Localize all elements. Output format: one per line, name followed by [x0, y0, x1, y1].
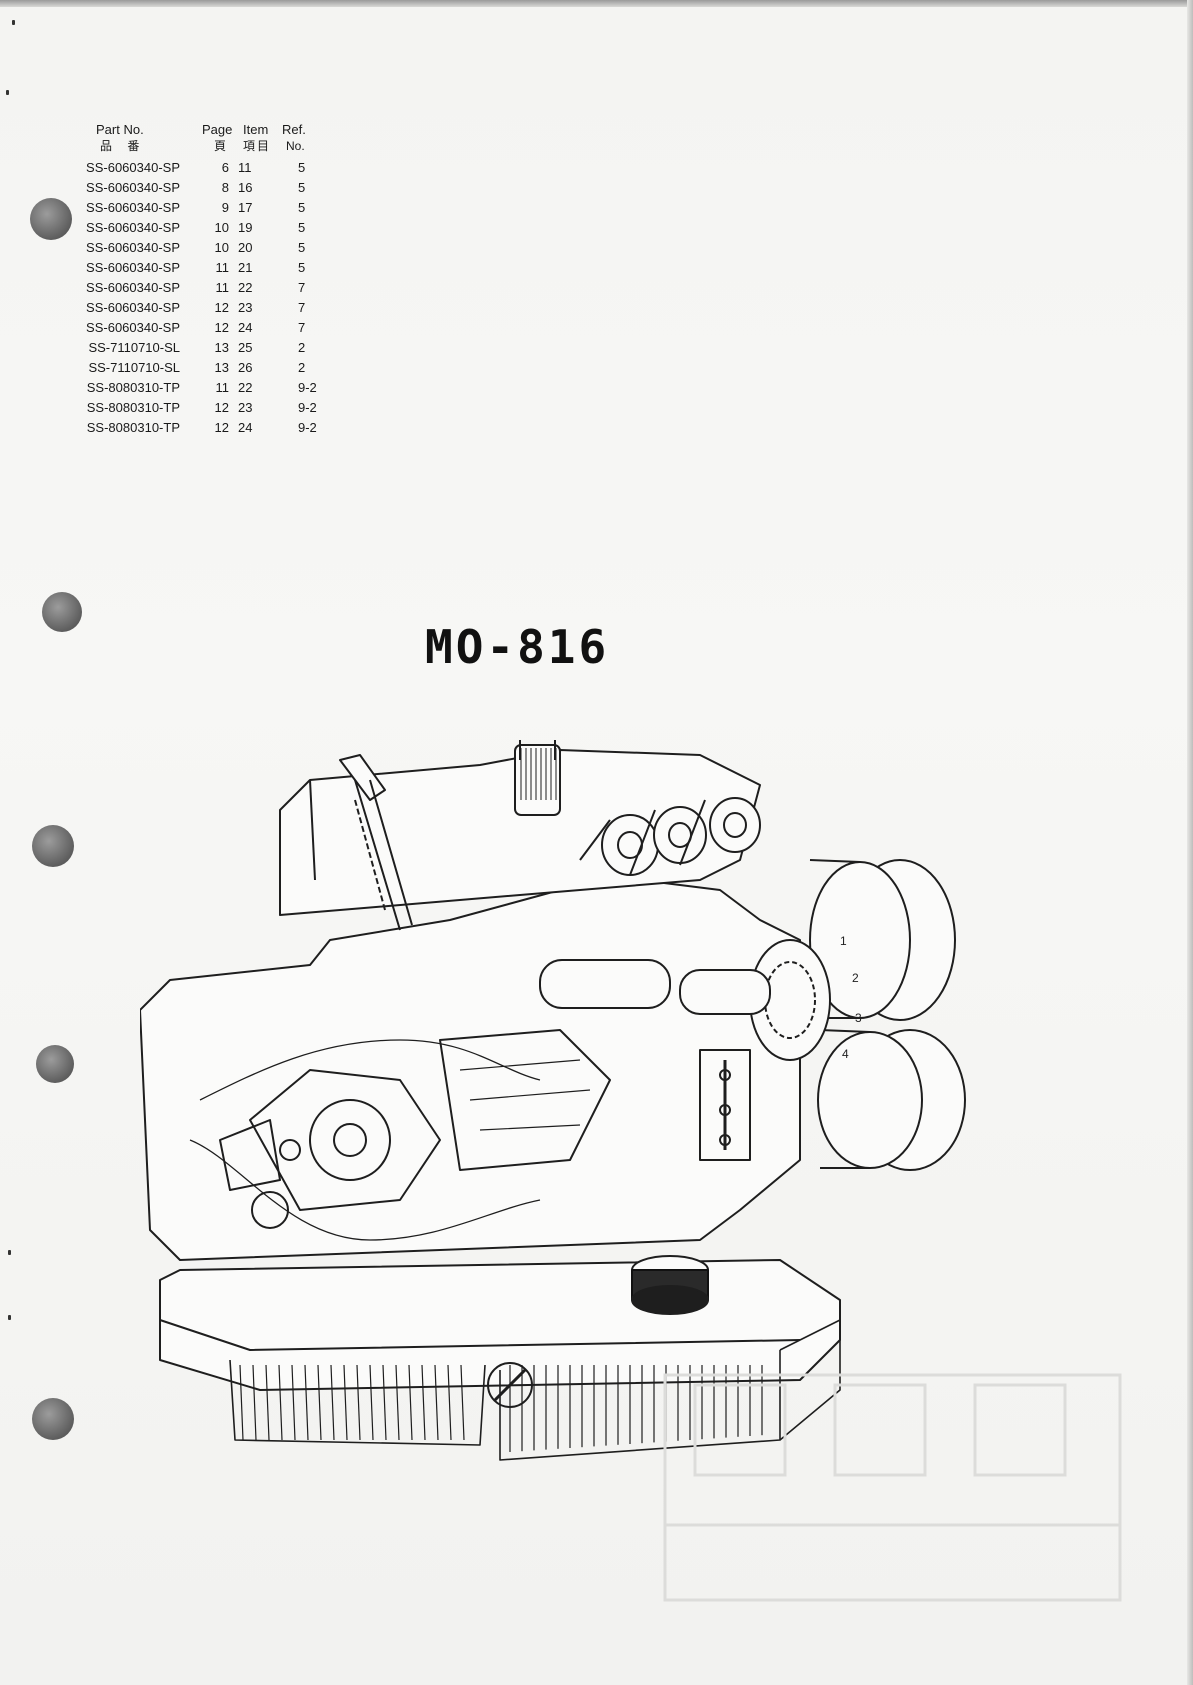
sewing-machine-illustration-icon: 1 2 3 4 — [140, 740, 966, 1461]
speck — [12, 20, 15, 25]
ref-no-cell: 5 — [298, 180, 306, 195]
ref-no-cell: 9-2 — [298, 380, 317, 395]
page-cell: 9 — [221, 200, 229, 215]
part-number-cell: SS-6060340-SP — [86, 260, 180, 275]
item-cell: 24 — [238, 420, 253, 435]
page-top-edge — [0, 0, 1193, 7]
item-cell: 23 — [238, 300, 253, 315]
page-cell: 6 — [221, 160, 229, 175]
part-number-cell: SS-6060340-SP — [86, 180, 180, 195]
page-cell: 11 — [215, 280, 230, 295]
punch-hole — [32, 825, 74, 867]
header-part-no: Part No. — [96, 122, 144, 137]
part-number-cell: SS-6060340-SP — [86, 160, 180, 175]
item-cell: 16 — [238, 180, 253, 195]
page-cell: 13 — [214, 340, 229, 355]
dial-number: 4 — [842, 1047, 849, 1061]
header-page-jp: 頁 — [214, 139, 233, 153]
item-cell: 11 — [238, 160, 252, 175]
ref-no-cell: 7 — [298, 300, 306, 315]
header-page: Page — [202, 122, 233, 137]
item-cell: 23 — [238, 400, 253, 415]
punch-hole — [32, 1398, 74, 1440]
item-cell: 21 — [238, 260, 253, 275]
page-cell: 10 — [214, 220, 229, 235]
page-cell: 10 — [214, 240, 229, 255]
page-cell: 12 — [214, 420, 229, 435]
ref-no-cell: 9-2 — [298, 400, 317, 415]
part-number-cell: SS-8080310-TP — [86, 420, 180, 435]
part-number-cell: SS-6060340-SP — [86, 240, 180, 255]
ref-no-cell: 7 — [298, 280, 306, 295]
punch-hole — [42, 592, 82, 632]
punch-hole — [36, 1045, 74, 1083]
dial-number: 1 — [840, 934, 847, 948]
ref-no-cell: 5 — [298, 240, 306, 255]
faded-nameplate-icon — [663, 1373, 1122, 1602]
item-cell: 26 — [238, 360, 253, 375]
header-item-jp: 項目 — [243, 139, 272, 153]
dial-number: 3 — [855, 1011, 862, 1025]
part-number-cell: SS-7110710-SL — [88, 360, 180, 375]
model-title: MO-816 — [425, 620, 610, 674]
ref-no-cell: 5 — [298, 260, 306, 275]
ref-no-cell: 5 — [298, 220, 306, 235]
part-number-cell: SS-6060340-SP — [86, 220, 180, 235]
page-cell: 12 — [214, 320, 229, 335]
page-cell: 8 — [221, 180, 229, 195]
part-number-cell: SS-6060340-SP — [86, 320, 180, 335]
punch-hole — [30, 198, 72, 240]
page-cell: 11 — [215, 380, 230, 395]
speck — [8, 1250, 11, 1255]
item-cell: 17 — [238, 200, 253, 215]
item-cell: 25 — [238, 340, 253, 355]
item-cell: 19 — [238, 220, 253, 235]
part-number-cell: SS-6060340-SP — [86, 280, 180, 295]
page-cell: 12 — [214, 300, 229, 315]
item-cell: 20 — [238, 240, 253, 255]
part-number-cell: SS-7110710-SL — [88, 340, 180, 355]
ref-no-cell: 5 — [298, 160, 306, 175]
dial-number: 2 — [852, 971, 859, 985]
part-number-cell: SS-6060340-SP — [86, 200, 180, 215]
speck — [6, 90, 9, 95]
header-ref: Ref. — [282, 122, 306, 137]
ref-no-cell: 2 — [298, 340, 306, 355]
ref-no-cell: 7 — [298, 320, 306, 335]
page-cell: 11 — [215, 260, 230, 275]
part-number-cell: SS-6060340-SP — [86, 300, 180, 315]
header-part-no-jp: 品 番 — [100, 139, 146, 153]
header-item: Item — [243, 122, 269, 137]
ref-no-cell: 2 — [298, 360, 306, 375]
page-cell: 12 — [214, 400, 229, 415]
item-cell: 22 — [238, 380, 253, 395]
item-cell: 22 — [238, 280, 253, 295]
part-number-cell: SS-8080310-TP — [86, 380, 180, 395]
item-cell: 24 — [238, 320, 253, 335]
speck — [8, 1315, 11, 1320]
ref-no-cell: 5 — [298, 200, 306, 215]
ref-no-cell: 9-2 — [298, 420, 317, 435]
page-right-edge — [1187, 0, 1193, 1685]
page-cell: 13 — [214, 360, 229, 375]
part-number-cell: SS-8080310-TP — [86, 400, 180, 415]
header-ref-no: No. — [286, 139, 305, 153]
